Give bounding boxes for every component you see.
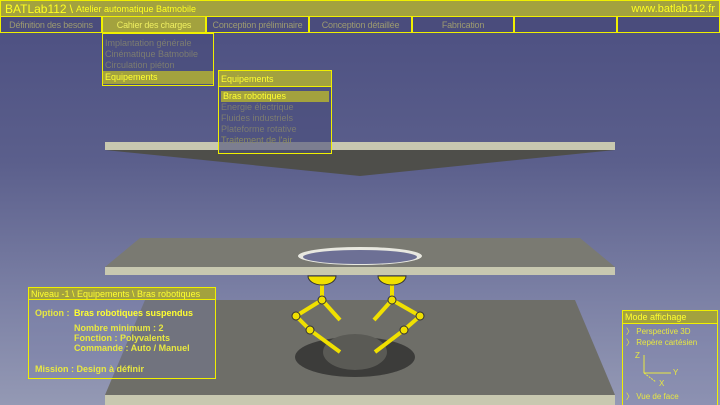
mission-text: Mission : Design à définir <box>35 364 145 374</box>
mode-vue-label: Vue de face <box>636 392 679 401</box>
dropdown-item-equipements[interactable]: Equipements <box>103 71 213 84</box>
website-link[interactable]: www.batlab112.fr <box>631 2 715 15</box>
main-menu: Définition des besoins Cahier des charge… <box>0 17 720 33</box>
submenu-item-bras-robotiques[interactable]: Bras robotiques <box>221 91 329 102</box>
mode-repere-cartesien[interactable]: 〉 Repère cartésien <box>626 338 698 347</box>
option-value: Bras robotiques suspendus <box>74 308 194 318</box>
axis-z-label: Z <box>635 351 640 360</box>
bottom-plate <box>105 300 615 405</box>
cahier-charges-dropdown: Implantation générale Cinématique Batmob… <box>102 33 214 86</box>
submenu-item-fluides[interactable]: Fluides industriels <box>221 113 294 123</box>
mode-vue-de-face[interactable]: 〉 Vue de face <box>626 392 679 401</box>
menu-fabrication[interactable]: Fabrication <box>412 17 514 33</box>
menu-conception-detaillee[interactable]: Conception détaillée <box>309 17 412 33</box>
app-title: BATLab112 <box>5 1 67 16</box>
submenu-item-energie[interactable]: Energie électrique <box>221 102 294 112</box>
axis-y-label: Y <box>673 368 679 377</box>
option-label: Option : <box>35 308 70 318</box>
detail-commande: Commande : Auto / Manuel <box>74 343 190 353</box>
mode-perspective-label: Perspective 3D <box>636 327 691 336</box>
top-plate <box>105 142 615 176</box>
dropdown-item-cinematique[interactable]: Cinématique Batmobile <box>105 49 199 59</box>
title-separator: \ <box>69 1 73 16</box>
title-bar: BATLab112 \ Atelier automatique Batmobil… <box>0 0 720 17</box>
menu-definition-besoins[interactable]: Définition des besoins <box>0 17 102 33</box>
menu-empty-2[interactable] <box>617 17 720 33</box>
dropdown-item-circulation[interactable]: Circulation piéton <box>105 60 175 70</box>
display-mode-panel: Mode affichage 〉 Perspective 3D 〉 Repère… <box>622 310 718 405</box>
detail-fonction: Fonction : Polyvalents <box>74 333 171 343</box>
mode-title: Mode affichage <box>623 311 717 324</box>
mode-repere-label: Repère cartésien <box>636 338 698 347</box>
equipements-submenu: Equipements Bras robotiques Energie élec… <box>218 70 332 154</box>
batmobile <box>323 334 387 370</box>
menu-cahier-charges[interactable]: Cahier des charges <box>102 17 206 33</box>
option-details: Nombre minimum : 2 Fonction : Polyvalent… <box>74 323 190 353</box>
menu-empty-1[interactable] <box>514 17 617 33</box>
axis-x-label: X <box>659 379 665 388</box>
info-breadcrumb: Niveau -1 \ Equipements \ Bras robotique… <box>29 288 215 300</box>
submenu-item-plateforme[interactable]: Plateforme rotative <box>221 124 297 134</box>
axes-icon <box>643 355 671 383</box>
info-panel: Niveau -1 \ Equipements \ Bras robotique… <box>28 287 216 379</box>
dropdown-item-implantation[interactable]: Implantation générale <box>105 38 192 48</box>
mode-perspective-3d[interactable]: 〉 Perspective 3D <box>626 327 691 336</box>
submenu-title: Equipements <box>219 71 331 87</box>
submenu-item-traitement-air[interactable]: Traitement de l'air <box>221 135 293 145</box>
arm-joints <box>291 275 425 335</box>
menu-conception-preliminaire[interactable]: Conception préliminaire <box>206 17 309 33</box>
middle-plate <box>105 238 615 275</box>
app-subtitle: Atelier automatique Batmobile <box>75 3 197 14</box>
detail-nombre: Nombre minimum : 2 <box>74 323 164 333</box>
